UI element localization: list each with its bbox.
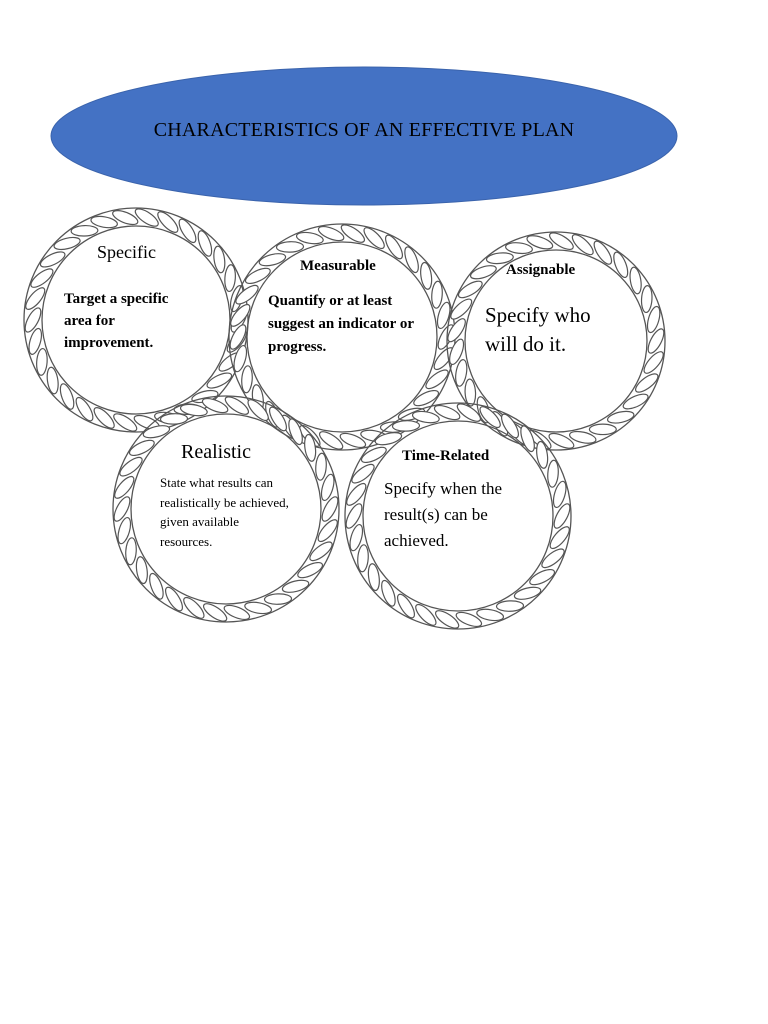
time-related-ring-icon [344, 402, 572, 630]
assignable-title: Assignable [506, 262, 576, 278]
realistic-description: State what results can realistically be … [160, 475, 289, 549]
measurable-title: Measurable [300, 258, 376, 274]
realistic-title: Realistic [181, 441, 251, 463]
assignable-description: Specify who will do it. [485, 303, 591, 356]
specific-title: Specific [97, 242, 156, 262]
specific-description: Target a specific area for improvement. [64, 291, 169, 351]
time-related-description: Specify when the result(s) can be achiev… [384, 479, 503, 550]
measurable-ring-icon [228, 223, 456, 451]
title-banner [50, 66, 678, 206]
realistic-ring-icon [112, 395, 340, 623]
time-related-title: Time-Related [402, 448, 490, 464]
diagram-title: CHARACTERISTICS OF AN EFFECTIVE PLAN [153, 119, 575, 141]
measurable-description: Quantify or at least suggest an indicato… [268, 293, 414, 355]
